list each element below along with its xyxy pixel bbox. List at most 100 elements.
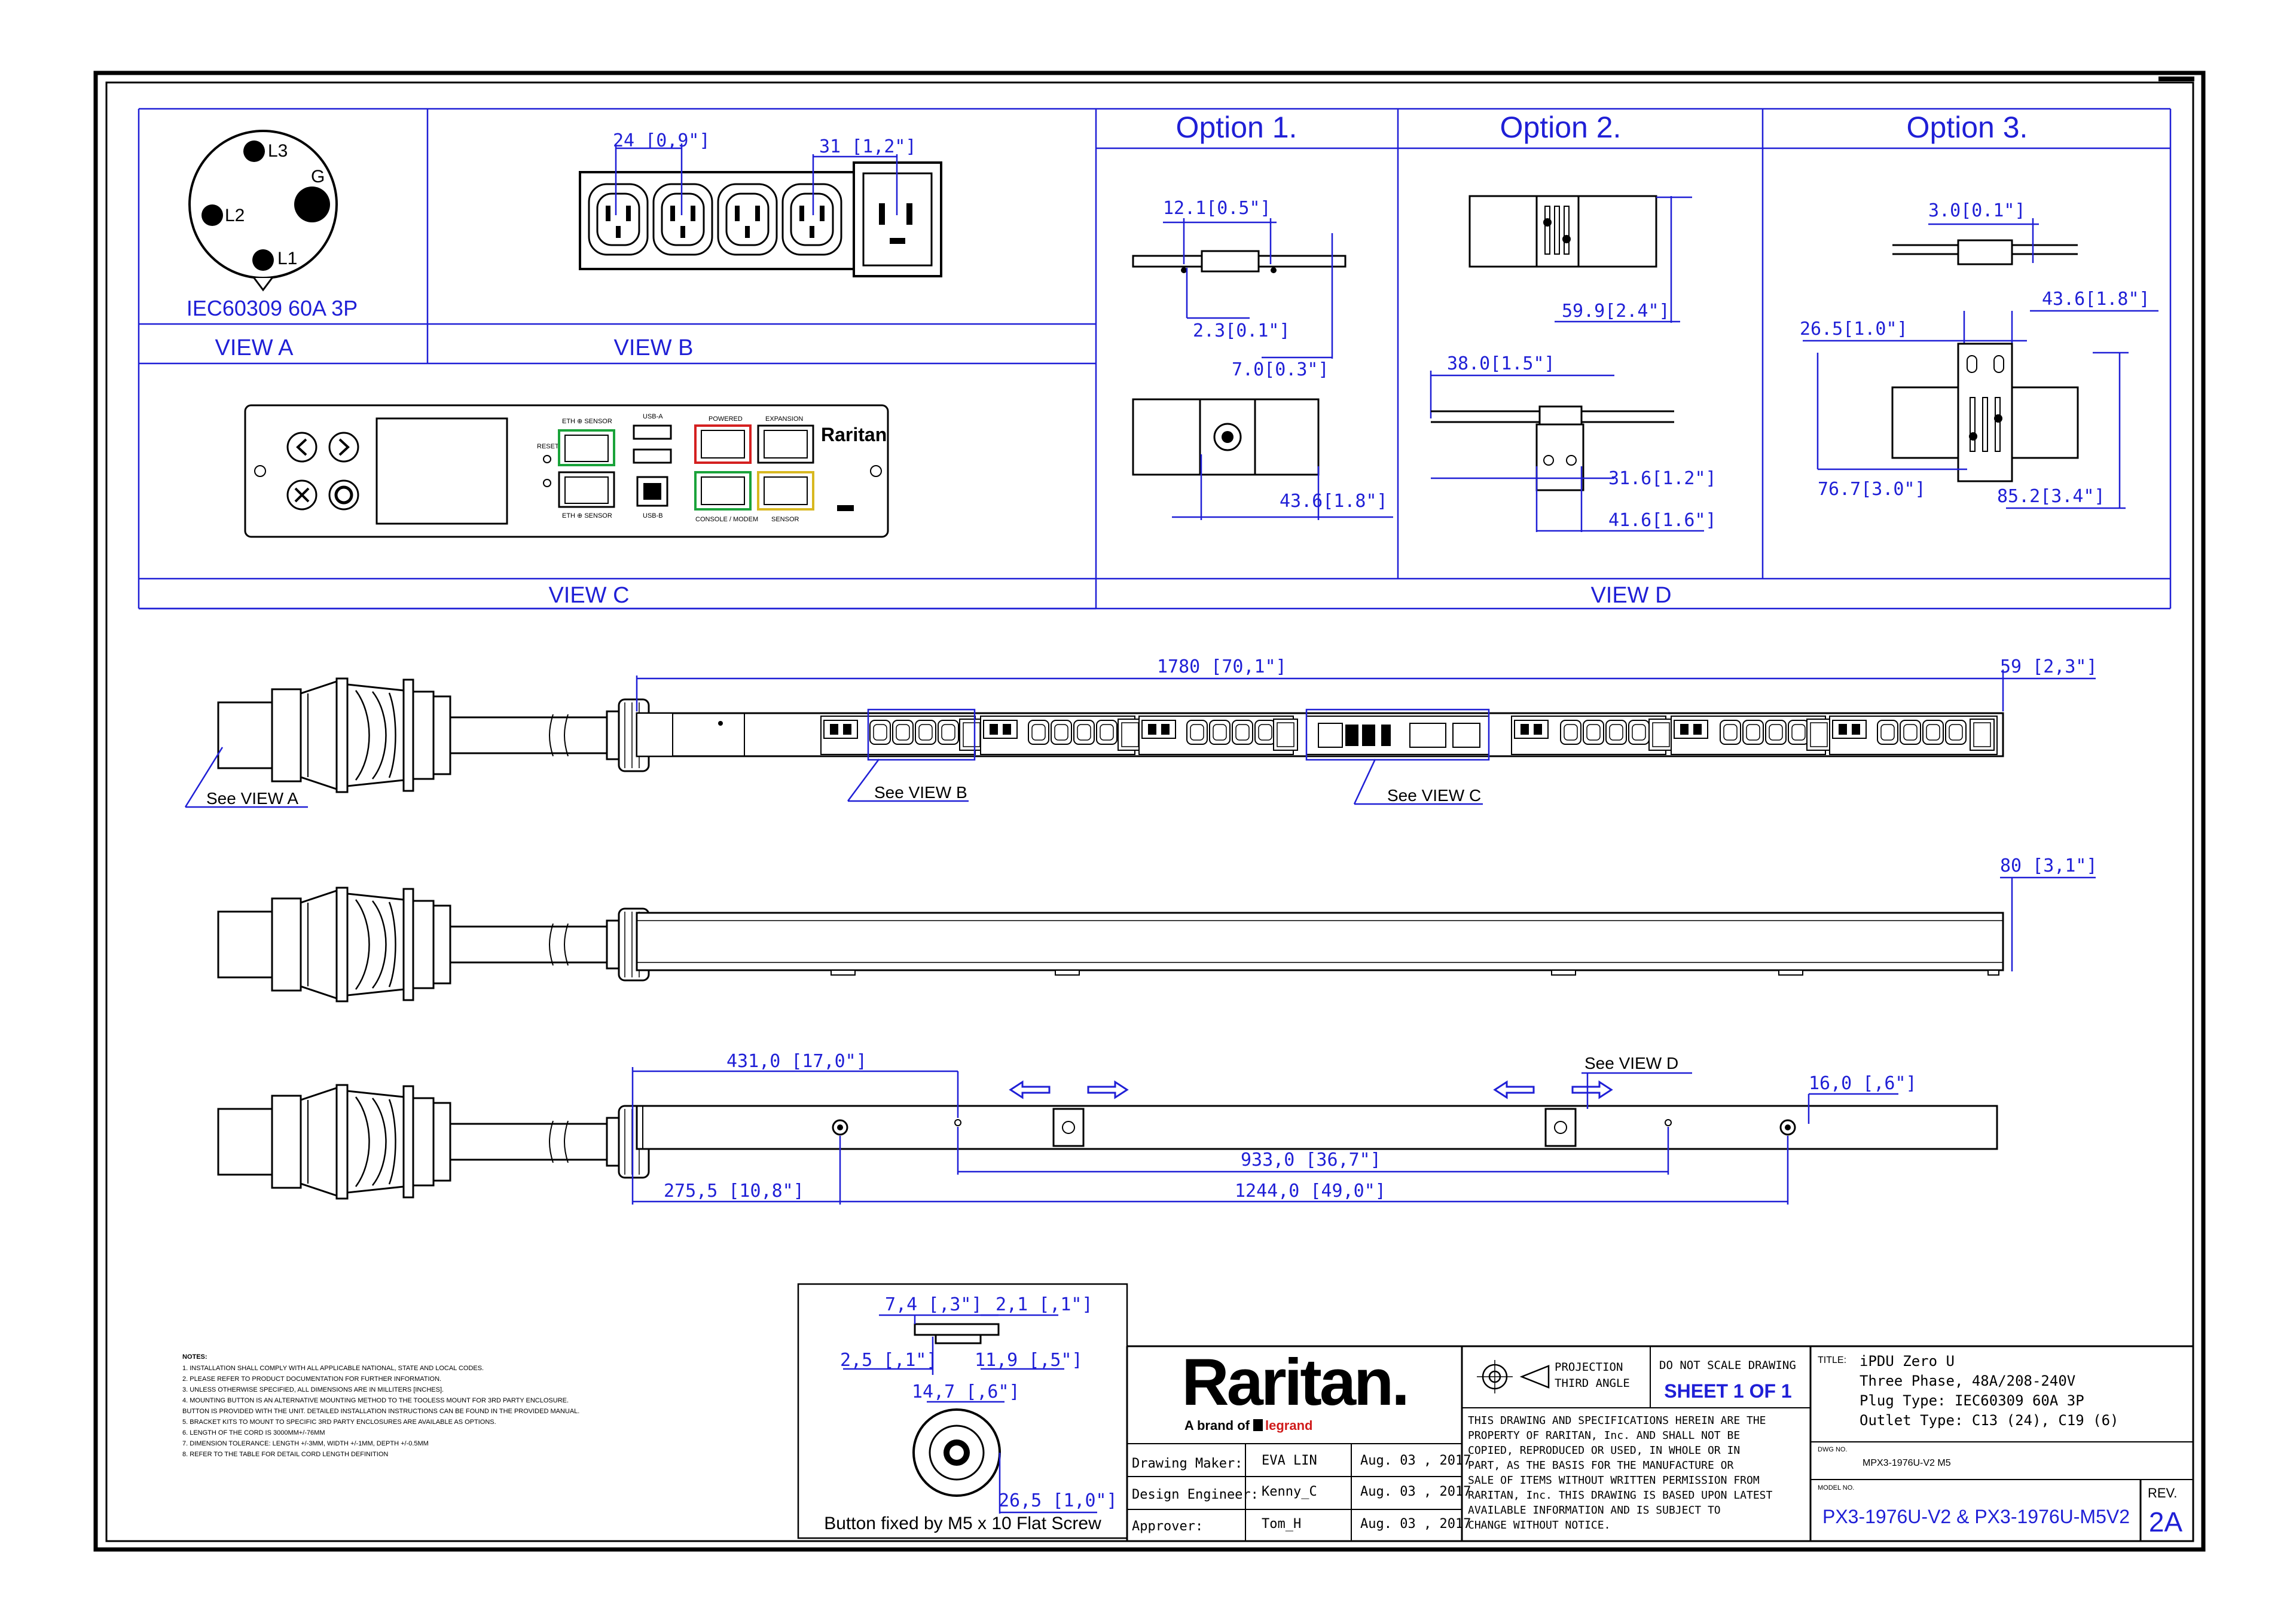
disclaimer-line: PART, AS THE BASIS FOR THE MANUFACTURE O… xyxy=(1468,1459,1733,1472)
legrand-logo-text: legrand xyxy=(1265,1418,1312,1433)
outlet-bank-5 xyxy=(1671,716,1831,755)
reset-label: RESET xyxy=(537,443,559,450)
dim-1244: 1244,0 [49,0"] xyxy=(1235,1181,1386,1202)
role-approver: Approver: xyxy=(1132,1519,1203,1534)
disclaimer-line: AVAILABLE INFORMATION AND IS SUBJECT TO xyxy=(1468,1504,1721,1517)
plug-face-view: L3 G L2 L1 IEC60309 60A 3P xyxy=(187,130,358,320)
title-line: Three Phase, 48A/208-240V xyxy=(1860,1373,2075,1389)
note-item: 8. REFER TO THE TABLE FOR DETAIL CORD LE… xyxy=(182,1451,388,1458)
title-line: Plug Type: IEC60309 60A 3P xyxy=(1860,1392,2084,1409)
dim-button-2-5: 2,5 [,1"] xyxy=(840,1350,938,1371)
sheet-number: SHEET 1 OF 1 xyxy=(1664,1380,1791,1402)
role-drawing-maker: Drawing Maker: xyxy=(1132,1456,1242,1471)
port-label-usb-b: USB-B xyxy=(643,512,663,519)
date-approver: Aug. 03 , 2017 xyxy=(1360,1517,1471,1532)
view-d-label: VIEW D xyxy=(1590,583,1671,608)
dim-option3-b: 85.2[3.4"] xyxy=(1997,486,2105,507)
disclaimer-line: PROPERTY OF RARITAN, Inc. AND SHALL NOT … xyxy=(1468,1429,1740,1442)
dim-button-2-1: 2,1 [,1"] xyxy=(996,1294,1093,1315)
dim-option3-thickness: 3.0[0.1"] xyxy=(1928,200,2026,221)
pin-l1-label: L1 xyxy=(277,249,297,268)
option-1-label: Option 1. xyxy=(1176,111,1297,144)
controller-brand-logo: Raritan xyxy=(821,424,887,445)
notes-heading: NOTES: xyxy=(182,1353,207,1361)
controller-module xyxy=(1306,716,1489,755)
third-angle-projection-icon xyxy=(1477,1360,1550,1393)
plug-type-label: IEC60309 60A 3P xyxy=(187,296,358,320)
note-item: BUTTON IS PROVIDED WITH THE UNIT. DETAIL… xyxy=(182,1408,579,1415)
dim-option1-width: 12.1[0.5"] xyxy=(1163,198,1271,219)
outlet-group-view: 24 [0,9"] 31 [1,2"] xyxy=(579,130,942,277)
model-number-label: MODEL NO. xyxy=(1818,1484,1854,1491)
dim-option1-height: 7.0[0.3"] xyxy=(1232,359,1329,380)
pin-l3-label: L3 xyxy=(268,141,288,161)
note-item: 3. UNLESS OTHERWISE SPECIFIED, ALL DIMEN… xyxy=(182,1386,444,1393)
callout-see-view-b: See VIEW B xyxy=(874,783,967,802)
port-label-usb-a: USB-A xyxy=(643,413,663,420)
pdu-rear-view: 431,0 [17,0"] 933,0 [36,7"] 275,5 [10,8"… xyxy=(217,1051,1998,1205)
left-arrow-button xyxy=(286,432,317,463)
dim-outlet-pitch: 24 [0,9"] xyxy=(613,130,710,151)
name-drawing-maker: EVA LIN xyxy=(1262,1453,1317,1468)
disclaimer-line: RARITAN, Inc. THIS DRAWING IS BASED UPON… xyxy=(1468,1489,1772,1502)
port-label-eth-sensor-top: ETH ⊕ SENSOR xyxy=(562,418,612,425)
note-item: 6. LENGTH OF THE CORD IS 3000MM+/-76MM xyxy=(182,1429,325,1436)
port-label-powered: POWERED xyxy=(709,415,743,423)
date-drawing-maker: Aug. 03 , 2017 xyxy=(1360,1453,1471,1468)
outlet-bank-4 xyxy=(1511,716,1674,755)
mounting-button-detail: 7,4 [,3"] 2,1 [,1"] 2,5 [,1"] 11,9 [,5"]… xyxy=(797,1283,1128,1539)
dim-width: 80 [3,1"] xyxy=(2000,855,2097,876)
dim-button-26-5: 26,5 [1,0"] xyxy=(999,1490,1118,1511)
disclaimer-line: SALE OF ITEMS WITHOUT WRITTEN PERMISSION… xyxy=(1468,1474,1760,1487)
disclaimer-line: THIS DRAWING AND SPECIFICATIONS HEREIN A… xyxy=(1468,1414,1766,1427)
dim-depth: 59 [2,3"] xyxy=(2000,656,2097,677)
option-2-drawing: 59.9[2.4"] 38.0[1.5"] 31.6[1.2"] 41.6[1.… xyxy=(1430,195,1717,532)
raritan-logo: Raritan. xyxy=(1181,1346,1407,1419)
notes: NOTES: 1. INSTALLATION SHALL COMPLY WITH… xyxy=(182,1353,579,1458)
dim-c19-offset: 31 [1,2"] xyxy=(819,136,917,157)
dim-option1-depth: 43.6[1.8"] xyxy=(1280,491,1388,512)
button-caption: Button fixed by M5 x 10 Flat Screw xyxy=(824,1514,1101,1533)
pdu-side-view: 80 [3,1"] xyxy=(217,855,2097,1002)
role-design-engineer: Design Engineer: xyxy=(1132,1487,1259,1502)
callout-see-view-a: See VIEW A xyxy=(206,789,298,808)
lcd-display xyxy=(375,417,508,525)
dim-option3-width: 26.5[1.0"] xyxy=(1800,319,1908,340)
dim-overall-length: 1780 [70,1"] xyxy=(1157,656,1287,677)
dim-option2-a: 31.6[1.2"] xyxy=(1608,468,1717,489)
dwg-number: MPX3-1976U-V2 M5 xyxy=(1863,1458,1951,1468)
note-item: 7. DIMENSION TOLERANCE: LENGTH +/-3MM, W… xyxy=(182,1440,429,1447)
dim-option3-a: 76.7[3.0"] xyxy=(1818,479,1926,500)
dim-16: 16,0 [,6"] xyxy=(1809,1073,1917,1094)
title-label: TITLE: xyxy=(1818,1355,1846,1365)
dim-option2-height: 59.9[2.4"] xyxy=(1562,301,1670,322)
view-c-label: VIEW C xyxy=(548,583,629,608)
model-number: PX3-1976U-V2 & PX3-1976U-M5V2 xyxy=(1822,1506,2130,1527)
dim-option1-thickness: 2.3[0.1"] xyxy=(1193,320,1290,341)
note-item: 4. MOUNTING BUTTON IS AN ALTERNATIVE MOU… xyxy=(182,1397,569,1404)
dim-option3-depth: 43.6[1.8"] xyxy=(2042,289,2150,310)
brand-tagline: A brand of xyxy=(1184,1418,1250,1433)
title-line: iPDU Zero U xyxy=(1860,1353,1955,1370)
dim-button-11-9: 11,9 [,5"] xyxy=(975,1350,1083,1371)
pdu-front-view: 1780 [70,1"] 59 [2,3"] See VIEW A See VI… xyxy=(184,656,2097,808)
dwg-number-label: DWG NO. xyxy=(1818,1446,1848,1453)
date-design-engineer: Aug. 03 , 2017 xyxy=(1360,1484,1471,1499)
note-item: 5. BRACKET KITS TO MOUNT TO SPECIFIC 3RD… xyxy=(182,1419,496,1426)
drawing-frame xyxy=(93,71,2206,1552)
port-label-expansion: EXPANSION xyxy=(765,415,803,423)
dim-431: 431,0 [17,0"] xyxy=(726,1051,867,1072)
right-arrow-button xyxy=(328,432,359,463)
note-item: 1. INSTALLATION SHALL COMPLY WITH ALL AP… xyxy=(182,1365,484,1372)
dim-option2-width: 38.0[1.5"] xyxy=(1447,353,1555,374)
outlet-bank-6 xyxy=(1829,716,1998,755)
port-label-eth-sensor-bottom: ETH ⊕ SENSOR xyxy=(562,512,612,519)
outlet-bank-3 xyxy=(1138,716,1298,755)
option-2-label: Option 2. xyxy=(1500,111,1622,144)
outlet-bank-1 xyxy=(820,716,984,755)
callout-see-view-c: See VIEW C xyxy=(1387,786,1481,805)
callout-see-view-d: See VIEW D xyxy=(1584,1054,1678,1072)
dim-option2-b: 41.6[1.6"] xyxy=(1608,510,1717,531)
option-1-drawing: 12.1[0.5"] 2.3[0.1"] 7.0[0.3"] 43.6[1.8"… xyxy=(1132,198,1393,520)
